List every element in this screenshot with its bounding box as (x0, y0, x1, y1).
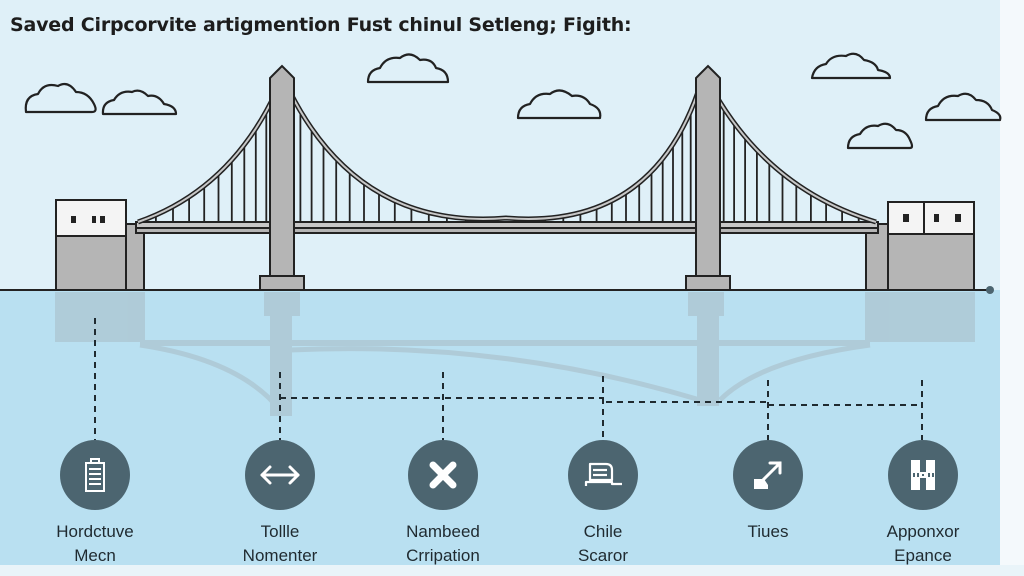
expand-diagonal-icon (733, 440, 803, 510)
right-margin (1000, 0, 1024, 576)
h-grid-icon (888, 440, 958, 510)
battery-icon (60, 440, 130, 510)
node-label-line2: Crripation (406, 546, 480, 565)
node-label-line1: Tollle (260, 522, 300, 541)
cloud-icon (846, 122, 914, 150)
node-label-line1: Apponxor (886, 522, 960, 541)
node-label-line1: Nambeed (406, 522, 480, 541)
node-label-line1: Tiues (747, 522, 789, 541)
left-abutment (55, 199, 145, 291)
cloud-icon (366, 53, 450, 84)
water-background (0, 290, 1000, 565)
cloud-icon (810, 52, 892, 80)
node-label-line2: Scaror (577, 546, 629, 565)
node-label-line2: Epance (894, 546, 952, 565)
close-x-icon (408, 440, 478, 510)
bridge-reflection (55, 292, 975, 416)
right-abutment (865, 201, 975, 291)
node-tiues[interactable]: Tiues (688, 440, 848, 544)
waterline-end-marker (986, 286, 994, 294)
cloud-icon (924, 92, 1002, 122)
sky-background (0, 0, 1000, 290)
bottom-margin (0, 565, 1024, 576)
arrows-horizontal-icon (245, 440, 315, 510)
left-tower (259, 64, 305, 291)
node-label-line2: Mecn (74, 546, 116, 565)
node-label-line2: Nomenter (242, 546, 318, 565)
node-label-line1: Chile (583, 522, 623, 541)
node-label-line1: Hordctuve (56, 522, 134, 541)
cloud-icon (101, 89, 178, 116)
cloud-icon (516, 89, 602, 120)
bridge-deck (135, 221, 879, 234)
right-tower (685, 64, 731, 291)
dashed-connectors (94, 318, 923, 440)
clouds (24, 52, 1002, 150)
main-cables-highlight (137, 91, 877, 223)
suspension-hangers (154, 107, 860, 222)
cloud-icon (24, 82, 97, 114)
document-stack-icon (568, 440, 638, 510)
page-title: Saved Cirpcorvite artigmention Fust chin… (10, 14, 632, 36)
main-cables (137, 90, 877, 225)
